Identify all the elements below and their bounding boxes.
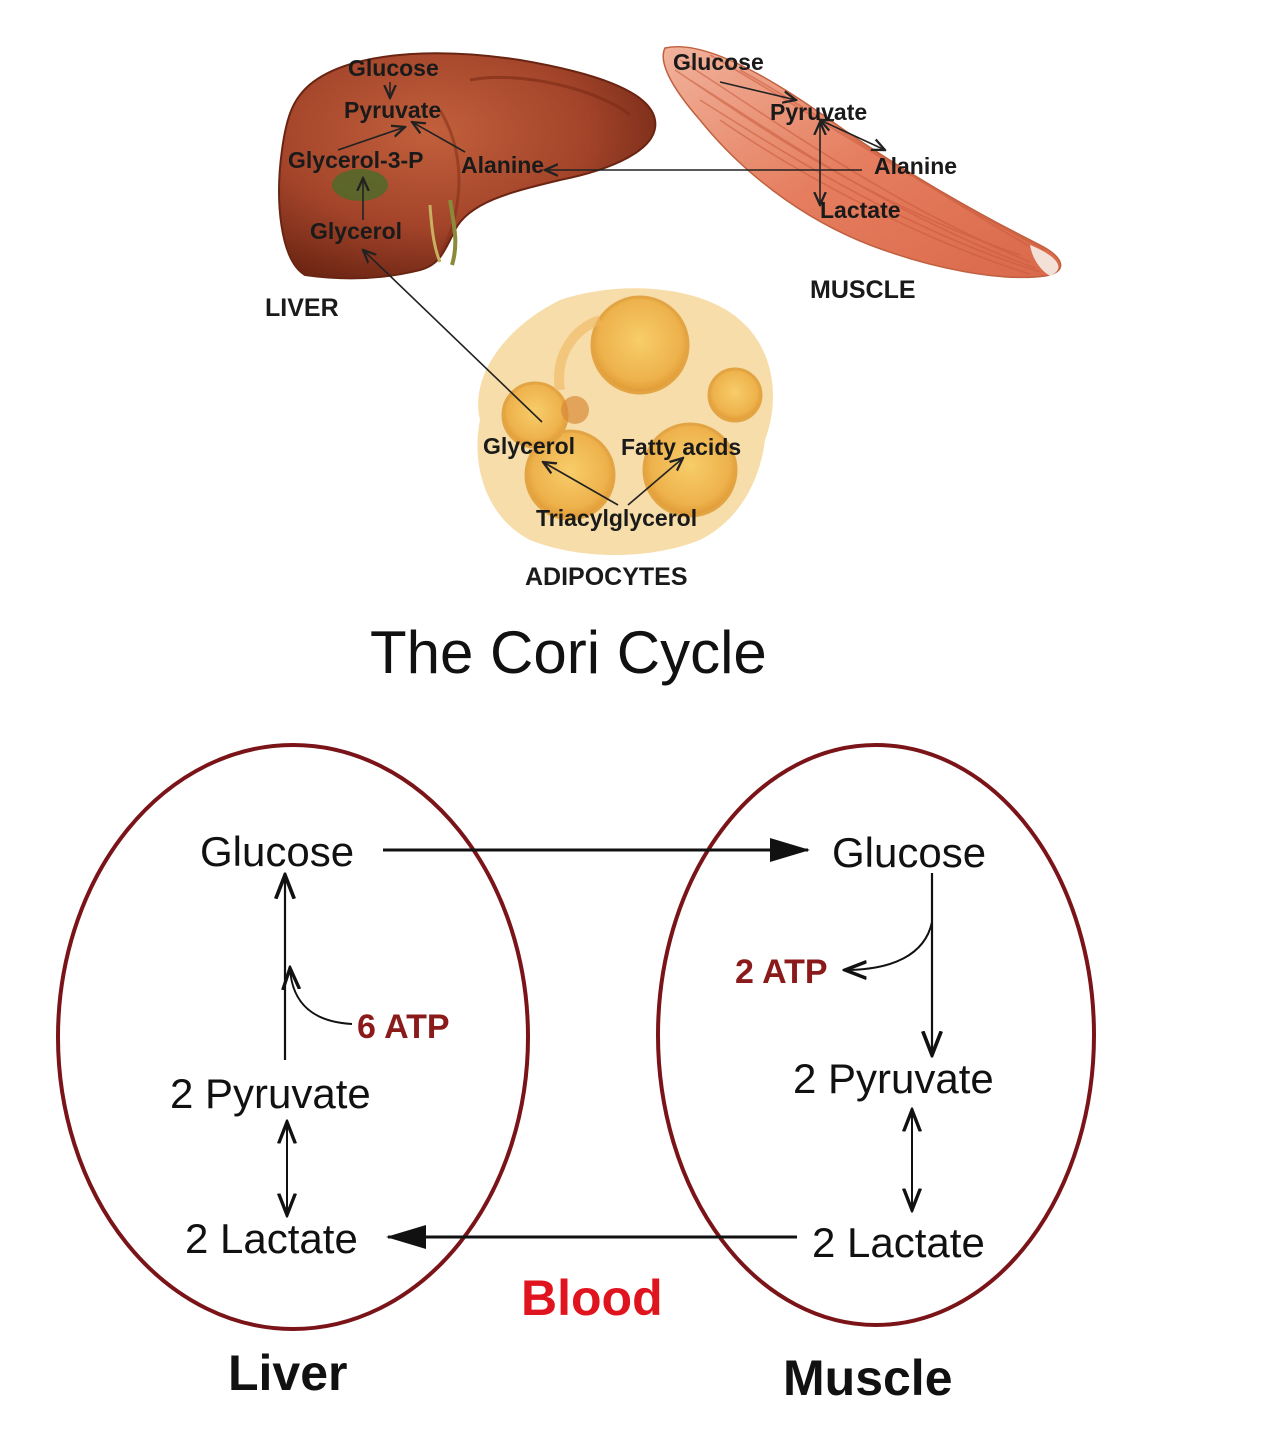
liver-title: LIVER xyxy=(265,294,339,322)
liver-labels: Glucose Pyruvate Glycerol-3-P Alanine Gl… xyxy=(265,55,544,322)
diagram-title: The Cori Cycle xyxy=(370,619,767,686)
muscle-labels: Glucose Pyruvate Alanine Lactate MUSCLE xyxy=(673,49,957,304)
muscle-title: MUSCLE xyxy=(810,276,916,304)
liver-atp-arrow xyxy=(290,968,353,1025)
liver-alanine-label: Alanine xyxy=(461,152,544,178)
blood-label: Blood xyxy=(521,1270,663,1326)
cori-arrows xyxy=(285,838,933,1249)
liver-pyruvate-label: Pyruvate xyxy=(344,97,441,123)
muscle-lactate-label: Lactate xyxy=(820,197,901,223)
liver-glucose-label: Glucose xyxy=(348,55,439,81)
liver-atp: 6 ATP xyxy=(357,1008,450,1046)
liver-glycerol3p-label: Glycerol-3-P xyxy=(288,147,424,173)
adipocyte-triacylglycerol-label: Triacylglycerol xyxy=(536,505,697,531)
muscle-atp-arrow xyxy=(845,921,933,970)
muscle-alanine-label: Alanine xyxy=(874,153,957,179)
liver-pyruvate: 2 Pyruvate xyxy=(170,1070,371,1117)
liver-label: Liver xyxy=(228,1345,348,1401)
adipocyte-labels: Glycerol Fatty acids Triacylglycerol ADI… xyxy=(483,433,741,591)
adipocytes-title: ADIPOCYTES xyxy=(525,563,688,591)
liver-glucose: Glucose xyxy=(200,828,354,875)
liver-glycerol-label: Glycerol xyxy=(310,218,402,244)
liver-lactate: 2 Lactate xyxy=(185,1215,358,1262)
adipocyte-glycerol-label: Glycerol xyxy=(483,433,575,459)
adipocyte-fatty-acids-label: Fatty acids xyxy=(621,434,741,460)
muscle-oval xyxy=(656,743,1096,1327)
muscle-atp: 2 ATP xyxy=(735,953,828,991)
muscle-glucose-label: Glucose xyxy=(673,49,764,75)
muscle-glucose: Glucose xyxy=(832,829,986,876)
adipocytes-illustration xyxy=(477,288,773,555)
muscle-label: Muscle xyxy=(783,1350,953,1406)
muscle-lactate: 2 Lactate xyxy=(812,1219,985,1266)
liver-oval xyxy=(56,743,530,1331)
top-arrows xyxy=(337,81,885,506)
muscle-pyruvate: 2 Pyruvate xyxy=(793,1055,994,1102)
muscle-pyruvate-label: Pyruvate xyxy=(770,99,867,125)
muscle-illustration xyxy=(662,46,1062,279)
